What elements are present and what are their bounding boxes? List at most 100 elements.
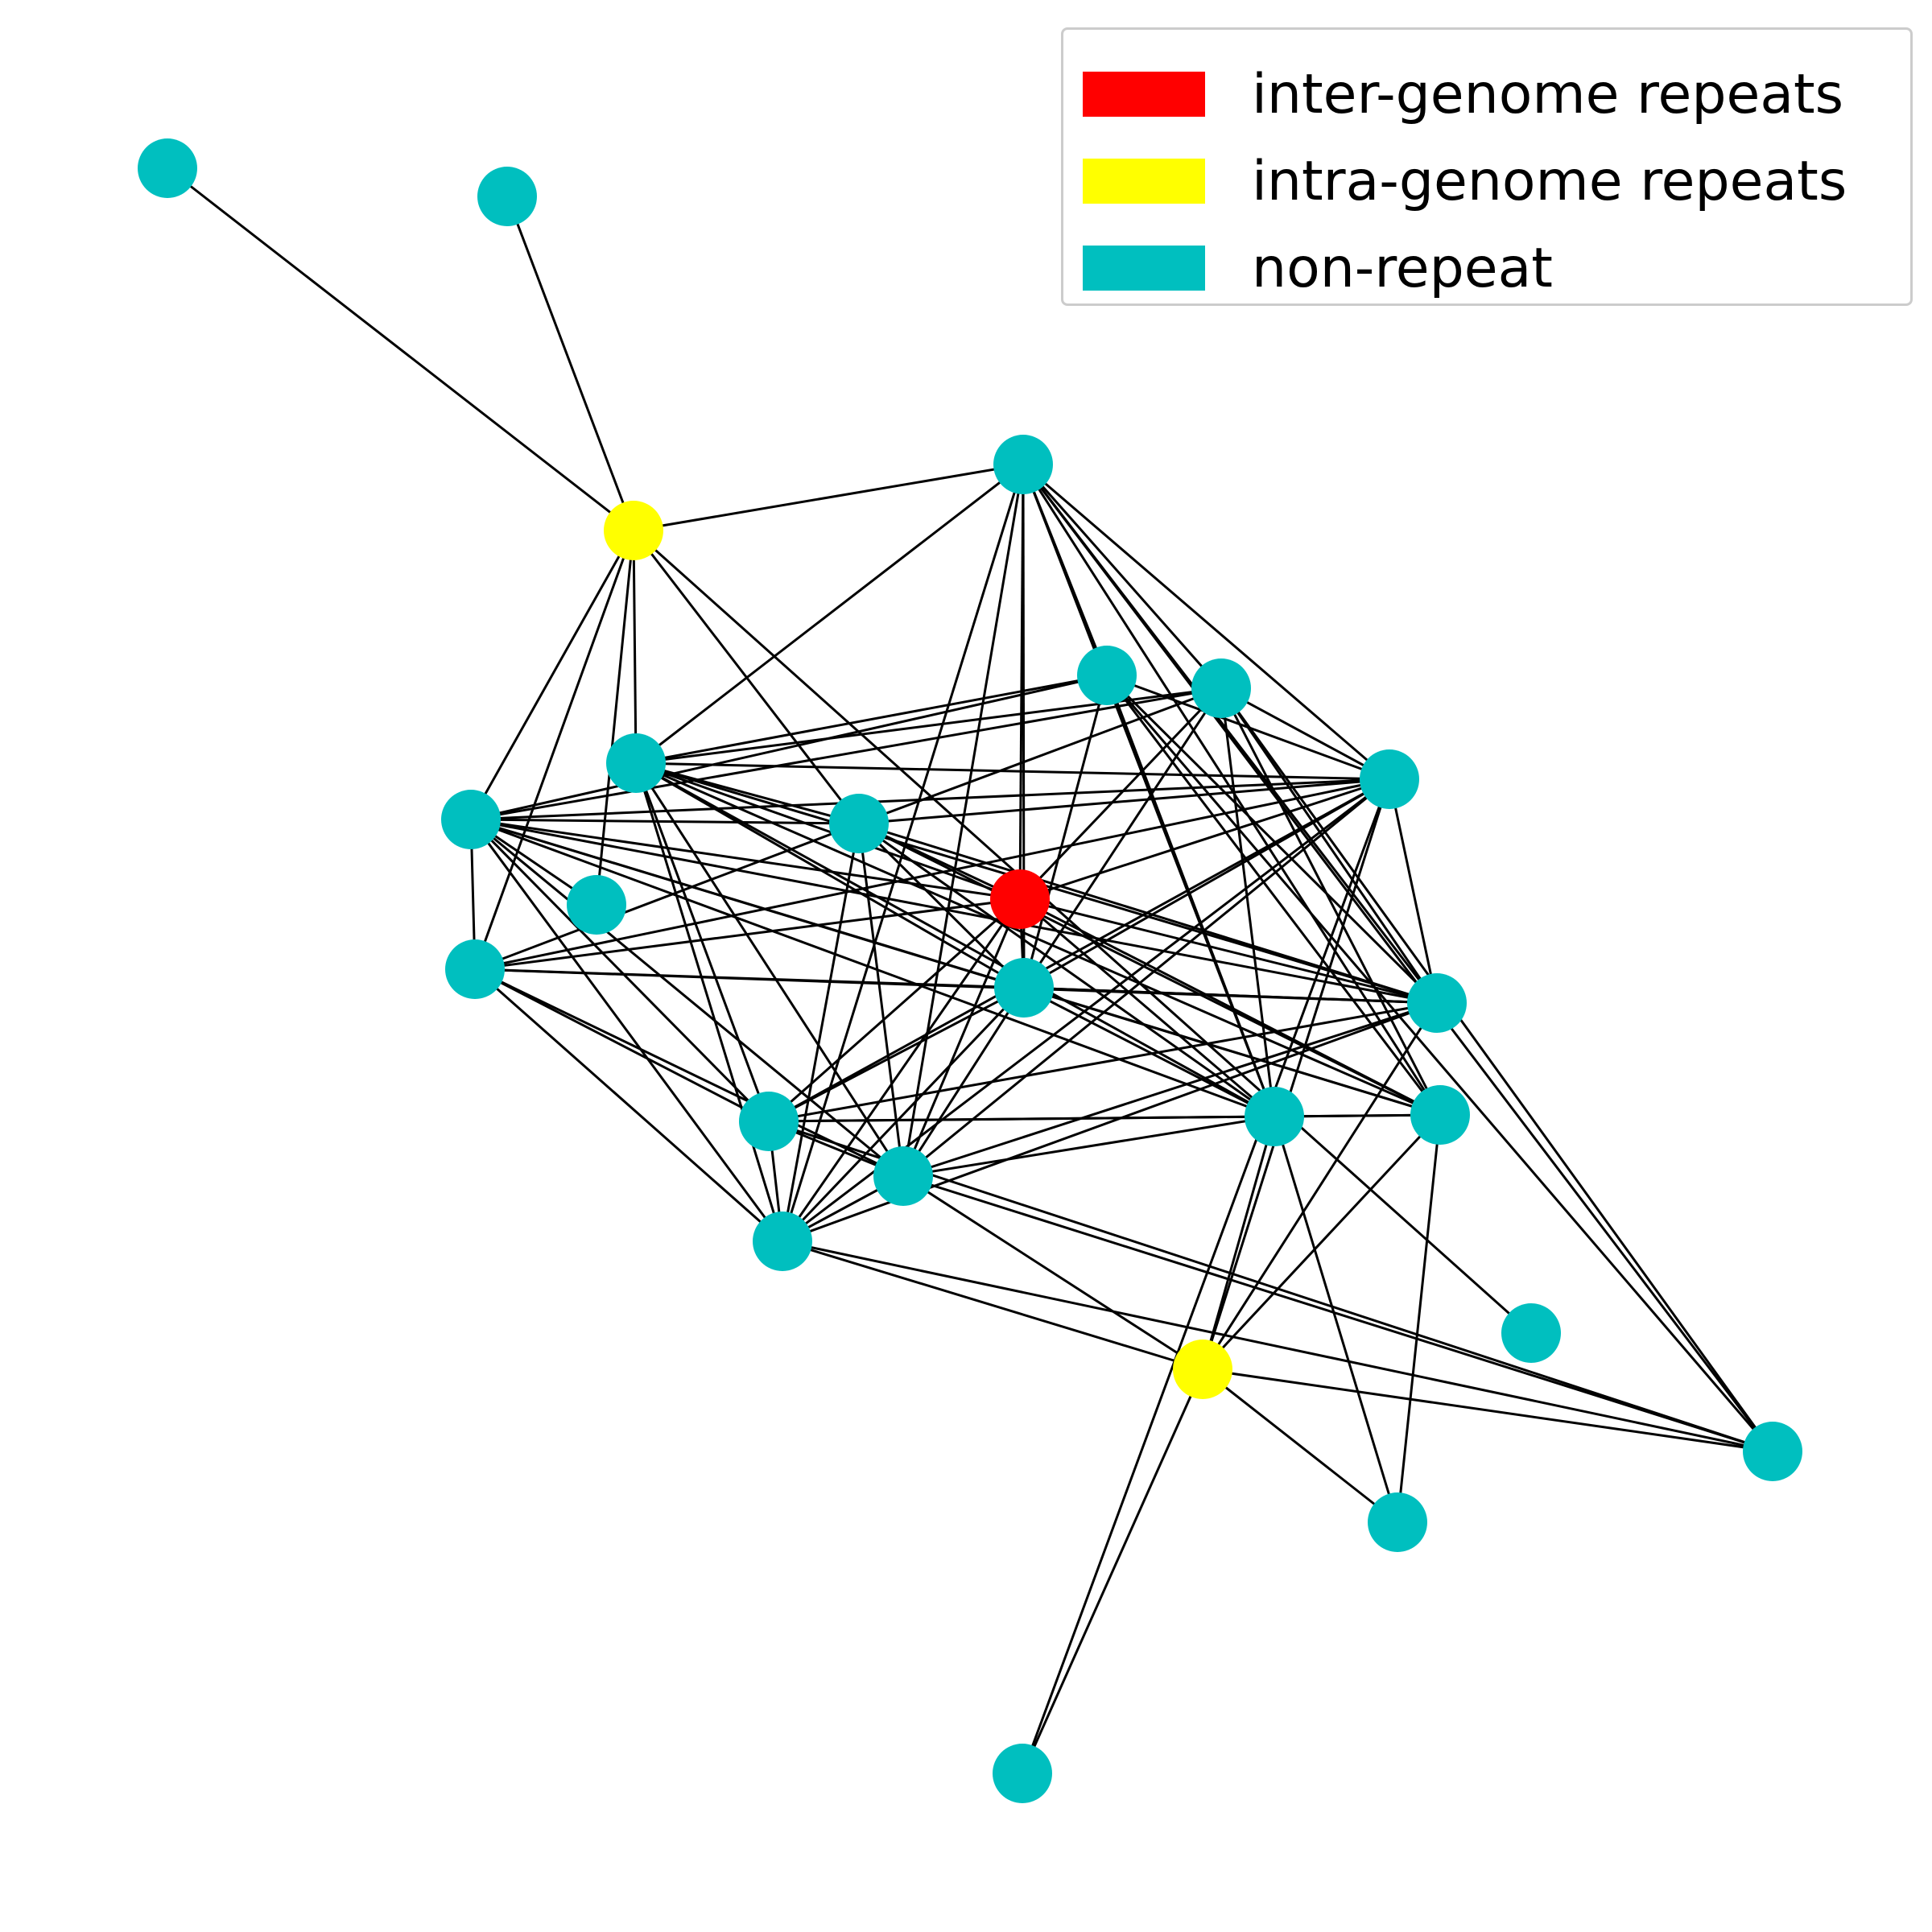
edge-15-17 [902,778,1390,1178]
legend: inter-genome repeats intra-genome repeat… [1061,27,1913,306]
node-5-nonrepeat [993,435,1053,494]
node-6-nonrepeat [1501,1303,1561,1363]
edge-0-8 [595,530,635,906]
graph-nodes [138,138,1802,1803]
graph-edges [167,167,1774,1774]
legend-item-inter: inter-genome repeats [1083,51,1910,138]
edge-3-9 [470,818,860,825]
edge-3-19 [470,818,1275,1118]
node-3-nonrepeat [441,790,501,849]
edge-7-19 [635,762,1275,1118]
edge-5-7 [635,463,1024,765]
edge-15-19 [902,1115,1275,1178]
edge-3-16 [469,819,784,1242]
node-23-nonrepeat [993,1744,1052,1803]
edge-3-14 [469,818,770,1123]
edge-12-15 [902,987,1026,1177]
legend-label-inter: inter-genome repeats [1252,62,1844,126]
node-15-nonrepeat [873,1146,933,1206]
edge-5-20 [1022,464,1442,1116]
node-19-nonrepeat [1245,1087,1304,1146]
edge-21-22 [1202,1368,1773,1453]
edge-14-17 [768,778,1390,1123]
edge-5-17 [1022,463,1390,781]
edge-7-12 [635,762,1025,989]
legend-swatch-intra [1083,159,1205,204]
legend-item-intra: intra-genome repeats [1083,138,1910,225]
edge-3-11 [470,818,1021,901]
edge-20-24 [1396,1114,1442,1523]
edge-20-21 [1201,1113,1442,1371]
edge-9-16 [781,823,861,1242]
node-14-nonrepeat [739,1092,799,1151]
edge-11-20 [1019,898,1441,1117]
edge-21-24 [1202,1368,1398,1524]
edge-5-22 [1022,464,1774,1452]
edge-0-3 [469,530,635,820]
node-12-nonrepeat [994,958,1054,1018]
node-0-intra [604,501,663,560]
node-18-nonrepeat [1407,973,1467,1033]
legend-label-nonrepeat: non-repeat [1252,236,1553,300]
node-2-nonrepeat [477,167,537,226]
edge-9-12 [857,822,1026,989]
edge-5-13 [1022,464,1223,689]
node-9-nonrepeat [829,794,889,853]
edge-15-21 [902,1174,1203,1371]
node-24-nonrepeat [1368,1492,1427,1552]
edge-9-15 [857,823,905,1177]
edge-10-19 [1105,675,1276,1117]
legend-label-intra: intra-genome repeats [1252,149,1847,213]
edge-21-23 [1021,1368,1204,1774]
edge-13-17 [1220,687,1390,781]
edge-12-19 [1023,986,1275,1118]
edge-7-10 [635,674,1108,765]
edge-3-15 [470,818,904,1178]
edge-16-22 [782,1240,1773,1453]
edge-7-16 [634,762,784,1242]
node-20-nonrepeat [1410,1085,1470,1145]
edge-5-15 [902,464,1025,1177]
edge-14-22 [768,1120,1773,1453]
edge-3-10 [470,674,1108,821]
node-13-nonrepeat [1191,658,1251,718]
edge-3-13 [470,687,1222,821]
edge-10-22 [1105,675,1774,1452]
edge-0-2 [506,196,635,531]
edge-17-23 [1021,778,1391,1774]
edge-11-17 [1019,778,1390,901]
edge-9-19 [858,822,1275,1118]
node-16-nonrepeat [753,1212,812,1271]
edge-4-16 [474,968,783,1243]
edge-10-20 [1105,675,1442,1116]
edge-18-12 [1023,986,1438,1005]
edge-7-13 [635,687,1222,765]
edge-16-18 [782,1001,1438,1243]
edge-9-13 [858,687,1222,825]
edge-3-18 [470,818,1438,1005]
edge-3-17 [470,778,1390,821]
node-11-inter [990,869,1050,929]
edge-11-16 [781,898,1022,1242]
node-7-nonrepeat [606,733,666,793]
edge-11-13 [1018,687,1223,901]
edge-4-9 [474,822,860,971]
edge-7-17 [635,762,1390,781]
edge-19-24 [1273,1116,1399,1523]
edge-10-18 [1105,674,1439,1005]
legend-swatch-inter [1083,72,1205,117]
legend-item-nonrepeat: non-repeat [1083,225,1910,312]
edge-19-21 [1201,1116,1276,1370]
edge-0-1 [167,167,634,532]
edge-10-12 [1022,675,1108,989]
node-1-nonrepeat [138,138,197,198]
node-10-nonrepeat [1077,646,1137,705]
edge-7-14 [634,762,770,1122]
edge-18-21 [1201,1002,1439,1370]
edge-11-14 [768,898,1021,1123]
edge-13-18 [1220,687,1439,1004]
legend-swatch-nonrepeat [1083,246,1205,291]
edge-12-13 [1022,687,1223,989]
edge-7-15 [634,762,905,1177]
